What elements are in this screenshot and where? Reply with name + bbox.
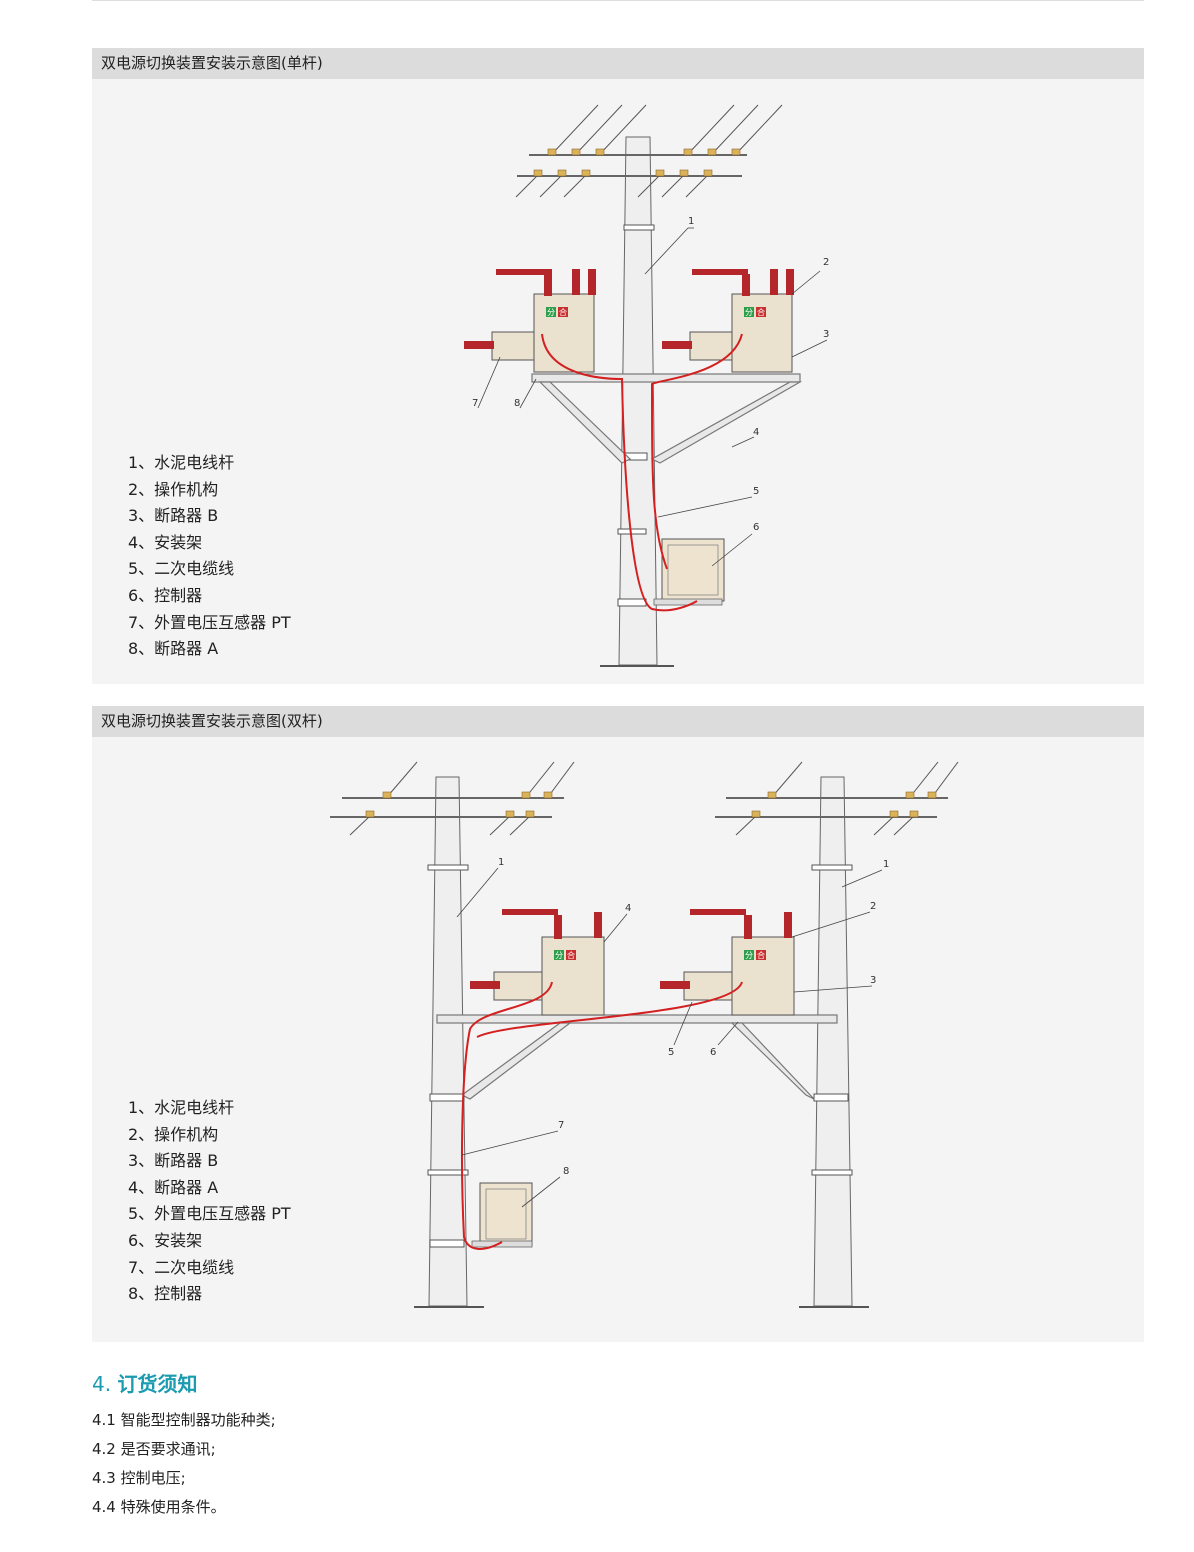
double-pole-legend: 1、水泥电线杆 2、操作机构 3、断路器 B 4、断路器 A 5、外置电压互感器… bbox=[128, 1095, 291, 1308]
legend-item: 2、操作机构 bbox=[128, 1124, 219, 1144]
right-pole bbox=[813, 776, 853, 1307]
close-label: 合 bbox=[757, 307, 765, 317]
callout-1: 1 bbox=[688, 216, 694, 227]
breaker-a: 分 合 bbox=[464, 269, 596, 373]
mounting-frame bbox=[531, 373, 803, 464]
legend-item: 4、安装架 bbox=[128, 532, 203, 552]
callout-8: 8 bbox=[514, 398, 520, 409]
legend-item: 1、水泥电线杆 bbox=[128, 1098, 235, 1117]
legend-item: 5、二次电缆线 bbox=[128, 559, 235, 579]
callout-6: 6 bbox=[710, 1047, 716, 1058]
single-pole-legend: 1、水泥电线杆 2、操作机构 3、断路器 B 4、安装架 5、二次电缆线 6、控… bbox=[128, 450, 291, 663]
open-label: 分 bbox=[555, 951, 563, 960]
callout-leaders bbox=[456, 867, 883, 1208]
legend-item: 2、操作机构 bbox=[128, 479, 219, 499]
legend-item: 3、断路器 B bbox=[128, 1151, 219, 1171]
callout-4: 4 bbox=[625, 903, 631, 914]
callout-5: 5 bbox=[753, 486, 759, 497]
section-heading: 4. 订货须知 bbox=[92, 1368, 197, 1397]
legend-item: 7、二次电缆线 bbox=[128, 1257, 235, 1277]
double-pole-diagram: 分 合 分 合 1 1 2 3 4 5 bbox=[330, 761, 959, 1308]
callout-5: 5 bbox=[668, 1047, 674, 1058]
breaker-b: 分 合 bbox=[660, 909, 795, 1016]
close-label: 合 bbox=[757, 950, 765, 960]
callout-labels: 1 1 2 3 4 5 6 7 8 bbox=[498, 857, 889, 1177]
single-pole-diagram: 分 合 分 合 1 2 3 bbox=[464, 104, 829, 667]
top-divider bbox=[92, 0, 1144, 7]
callout-2: 2 bbox=[870, 901, 876, 912]
left-pole bbox=[428, 776, 468, 1307]
open-label: 分 bbox=[745, 308, 753, 317]
crossarms bbox=[330, 797, 948, 818]
callout-labels: 1 2 3 4 5 6 7 8 bbox=[472, 216, 829, 533]
pin-insulators bbox=[533, 148, 741, 177]
callout-1-left: 1 bbox=[498, 857, 504, 868]
mounting-frame bbox=[436, 1014, 838, 1100]
secondary-cable bbox=[461, 981, 743, 1250]
note-item: 4.3 控制电压; bbox=[92, 1469, 186, 1487]
controller-box bbox=[471, 1182, 533, 1248]
open-label: 分 bbox=[547, 308, 555, 317]
callout-7: 7 bbox=[558, 1120, 564, 1131]
panel-title: 双电源切换装置安装示意图(双杆) bbox=[92, 706, 1144, 737]
close-label: 合 bbox=[567, 950, 575, 960]
ordering-notes: 4.1 智能型控制器功能种类; 4.2 是否要求通讯; 4.3 控制电压; 4.… bbox=[92, 1406, 276, 1522]
panel-title: 双电源切换装置安装示意图(单杆) bbox=[92, 48, 1144, 79]
legend-item: 5、外置电压互感器 PT bbox=[128, 1204, 291, 1224]
pole-clamps bbox=[427, 864, 853, 1248]
callout-7: 7 bbox=[472, 398, 478, 409]
legend-item: 8、断路器 A bbox=[128, 639, 219, 659]
section-number: 4. bbox=[92, 1372, 112, 1396]
legend-item: 8、控制器 bbox=[128, 1284, 203, 1304]
breaker-b: 分 合 bbox=[662, 269, 794, 373]
secondary-cable bbox=[541, 333, 743, 612]
legend-item: 3、断路器 B bbox=[128, 506, 219, 526]
legend-item: 6、安装架 bbox=[128, 1230, 203, 1250]
legend-item: 7、外置电压互感器 PT bbox=[128, 612, 291, 632]
callout-8: 8 bbox=[563, 1166, 569, 1177]
callout-4: 4 bbox=[753, 427, 759, 438]
legend-item: 4、断路器 A bbox=[128, 1177, 219, 1197]
callout-3: 3 bbox=[823, 329, 829, 340]
pin-insulators bbox=[365, 791, 937, 818]
note-item: 4.4 特殊使用条件。 bbox=[92, 1498, 226, 1516]
legend-item: 6、控制器 bbox=[128, 585, 203, 605]
callout-1-right: 1 bbox=[883, 859, 889, 870]
callout-6: 6 bbox=[753, 522, 759, 533]
single-pole-panel: 双电源切换装置安装示意图(单杆) bbox=[92, 48, 1144, 684]
section-title: 订货须知 bbox=[117, 1372, 198, 1396]
controller-box bbox=[653, 538, 725, 606]
double-pole-panel: 双电源切换装置安装示意图(双杆) bbox=[92, 706, 1144, 1342]
legend-item: 1、水泥电线杆 bbox=[128, 453, 235, 472]
open-label: 分 bbox=[745, 951, 753, 960]
power-wires bbox=[515, 104, 783, 198]
breaker-a: 分 合 bbox=[470, 909, 605, 1016]
note-item: 4.1 智能型控制器功能种类; bbox=[92, 1411, 276, 1429]
note-item: 4.2 是否要求通讯; bbox=[92, 1440, 216, 1458]
callout-leaders bbox=[477, 227, 828, 567]
close-label: 合 bbox=[559, 307, 567, 317]
callout-3: 3 bbox=[870, 975, 876, 986]
power-wires bbox=[349, 761, 959, 836]
callout-2: 2 bbox=[823, 257, 829, 268]
